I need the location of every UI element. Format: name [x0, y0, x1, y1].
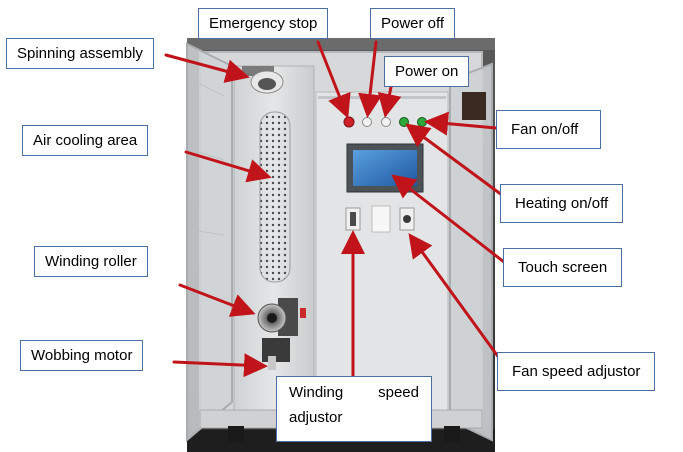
arrow-power-off — [358, 40, 382, 118]
arrow-wobbing-motor — [172, 353, 268, 378]
label-air-cooling-area: Air cooling area — [22, 125, 149, 157]
label-touch-screen: Touch screen — [503, 248, 623, 288]
fan-speed-knob — [399, 207, 415, 231]
label-winding-speed-adjustor: Winding speed adjustor — [276, 376, 432, 442]
panel-label-plate — [371, 205, 391, 233]
power-off-led — [362, 117, 372, 127]
heating-led — [399, 117, 409, 127]
label-emergency-stop: Emergency stop — [198, 8, 329, 40]
arrow-emergency-stop — [316, 40, 351, 119]
power-on-led — [381, 117, 391, 127]
winding-roller-unit — [257, 298, 306, 336]
arrow-winding-roller — [178, 283, 256, 317]
label-spinning-assembly: Spinning assembly — [6, 38, 154, 70]
arrow-spinning-assembly — [164, 53, 250, 83]
air-cooling-perforations — [259, 111, 291, 283]
fan-led — [417, 117, 427, 127]
touch-screen-display — [353, 150, 417, 186]
label-heating-on-off: Heating on/off — [500, 184, 624, 224]
winding-speed-adjustor-line2: adjustor — [289, 408, 343, 426]
label-fan-on-off: Fan on/off — [496, 110, 602, 150]
arrow-fan-speed — [408, 233, 504, 364]
emergency-stop-led — [343, 116, 355, 128]
right-glass-door — [449, 62, 493, 442]
arrow-fan-on-off — [424, 111, 498, 136]
arrow-touch-screen — [391, 174, 506, 264]
left-glass-door — [186, 42, 233, 443]
winding-speed-knob — [345, 207, 361, 231]
winding-speed-adjustor-line1: Winding speed — [289, 384, 419, 401]
label-winding-roller: Winding roller — [34, 246, 148, 278]
label-fan-speed-adjustor: Fan speed adjustor — [497, 352, 656, 392]
spinning-assembly-unit — [242, 66, 284, 94]
arrow-air-cooling — [184, 150, 272, 183]
label-power-on: Power on — [384, 56, 470, 88]
arrow-heating-on-off — [405, 123, 504, 197]
label-wobbing-motor: Wobbing motor — [20, 340, 144, 372]
label-power-off: Power off — [370, 8, 456, 40]
